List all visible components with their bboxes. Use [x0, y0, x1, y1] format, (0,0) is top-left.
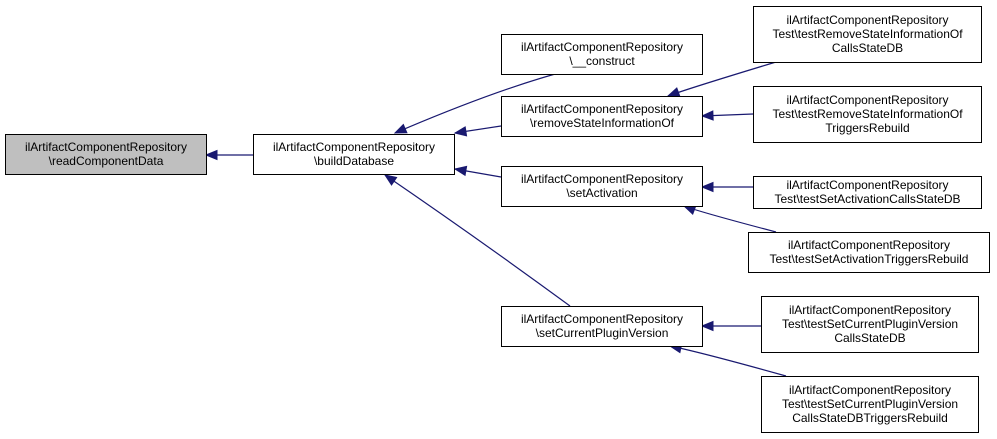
node-label-line: ilArtifactComponentRepository — [273, 140, 435, 154]
node-box[interactable] — [501, 34, 703, 75]
node-label-line: ilArtifactComponentRepository — [521, 102, 683, 116]
node-label-line: CallsStateDBTriggersRebuild — [792, 411, 948, 425]
node-box[interactable] — [748, 232, 990, 273]
node-box[interactable] — [253, 134, 455, 175]
node-setActivation[interactable]: ilArtifactComponentRepository\setActivat… — [501, 166, 703, 207]
node-label-line: Test\testSetActivationTriggersRebuild — [770, 252, 969, 266]
arrowhead — [383, 174, 398, 186]
arrowhead — [666, 87, 681, 97]
node-box[interactable] — [753, 6, 982, 63]
edge-testSetVersionCalls-to-setCurrentPluginVersion — [700, 320, 761, 332]
arrowhead — [204, 149, 218, 161]
node-label-line: ilArtifactComponentRepository — [789, 383, 951, 397]
arrowhead — [700, 181, 714, 193]
edge-testSetActivationTriggers-to-setActivation — [682, 205, 777, 233]
node-testSetActivationCalls[interactable]: ilArtifactComponentRepositoryTest\testSe… — [753, 176, 982, 209]
node-label-line: ilArtifactComponentRepository — [789, 303, 951, 317]
node-label-line: ilArtifactComponentRepository — [788, 238, 950, 252]
node-removeStateInformationOf[interactable]: ilArtifactComponentRepository\removeStat… — [501, 96, 703, 137]
node-label-line: Test\testSetCurrentPluginVersion — [782, 397, 958, 411]
node-label-line: ilArtifactComponentRepository — [521, 172, 683, 186]
node-box[interactable] — [5, 134, 207, 175]
node-label-line: ilArtifactComponentRepository — [25, 140, 187, 154]
node-box[interactable] — [761, 376, 979, 433]
node-label-line: \removeStateInformationOf — [530, 116, 675, 130]
node-setCurrentPluginVersion[interactable]: ilArtifactComponentRepository\setCurrent… — [501, 306, 703, 347]
node-testSetActivationTriggers[interactable]: ilArtifactComponentRepositoryTest\testSe… — [748, 232, 990, 273]
node-label-line: CallsStateDB — [834, 331, 905, 345]
node-box[interactable] — [753, 86, 982, 143]
node-construct[interactable]: ilArtifactComponentRepository\__construc… — [501, 34, 703, 75]
nodes-layer: ilArtifactComponentRepository\readCompon… — [5, 6, 990, 433]
node-readComponentData[interactable]: ilArtifactComponentRepository\readCompon… — [5, 134, 207, 175]
node-box[interactable] — [501, 166, 703, 207]
arrowhead — [453, 126, 468, 137]
node-label-line: CallsStateDB — [832, 41, 903, 55]
node-testSetVersionCalls[interactable]: ilArtifactComponentRepositoryTest\testSe… — [761, 296, 979, 353]
node-label-line: ilArtifactComponentRepository — [786, 178, 948, 192]
node-box[interactable] — [501, 96, 703, 137]
edge-removeStateInformationOf-to-buildDatabase — [453, 125, 502, 137]
node-testRemoveCalls[interactable]: ilArtifactComponentRepositoryTest\testRe… — [753, 6, 982, 63]
edge-testRemoveTriggers-to-removeStateInformationOf — [700, 110, 754, 121]
node-label-line: \readComponentData — [49, 154, 164, 168]
edges-layer — [204, 61, 787, 377]
node-label-line: \setCurrentPluginVersion — [536, 326, 669, 340]
node-testRemoveTriggers[interactable]: ilArtifactComponentRepositoryTest\testRe… — [753, 86, 982, 143]
node-label-line: Test\testRemoveStateInformationOf — [772, 107, 963, 121]
node-label-line: ilArtifactComponentRepository — [786, 93, 948, 107]
arrowhead — [393, 123, 408, 134]
node-label-line: \__construct — [569, 54, 635, 68]
edge-line — [384, 174, 571, 307]
arrowhead — [700, 320, 714, 332]
node-label-line: \setActivation — [566, 186, 637, 200]
node-label-line: \buildDatabase — [314, 154, 394, 168]
node-box[interactable] — [501, 306, 703, 347]
arrowhead — [700, 110, 714, 121]
node-box[interactable] — [753, 176, 982, 209]
edge-setCurrentPluginVersion-to-buildDatabase — [383, 174, 571, 307]
edge-testSetActivationCalls-to-setActivation — [700, 181, 753, 193]
node-label-line: ilArtifactComponentRepository — [786, 13, 948, 27]
node-label-line: Test\testSetActivationCallsStateDB — [774, 192, 960, 206]
edge-buildDatabase-to-readComponentData — [204, 149, 253, 161]
node-label-line: ilArtifactComponentRepository — [521, 40, 683, 54]
node-box[interactable] — [761, 296, 979, 353]
edge-line — [683, 205, 777, 233]
node-label-line: Test\testSetCurrentPluginVersion — [782, 317, 958, 331]
node-testSetVersionTriggers[interactable]: ilArtifactComponentRepositoryTest\testSe… — [761, 376, 979, 433]
node-label-line: TriggersRebuild — [825, 121, 909, 135]
node-label-line: ilArtifactComponentRepository — [521, 312, 683, 326]
edge-setActivation-to-buildDatabase — [453, 165, 502, 178]
arrowhead — [453, 165, 468, 177]
node-buildDatabase[interactable]: ilArtifactComponentRepository\buildDatab… — [253, 134, 455, 175]
node-label-line: Test\testRemoveStateInformationOf — [772, 27, 963, 41]
